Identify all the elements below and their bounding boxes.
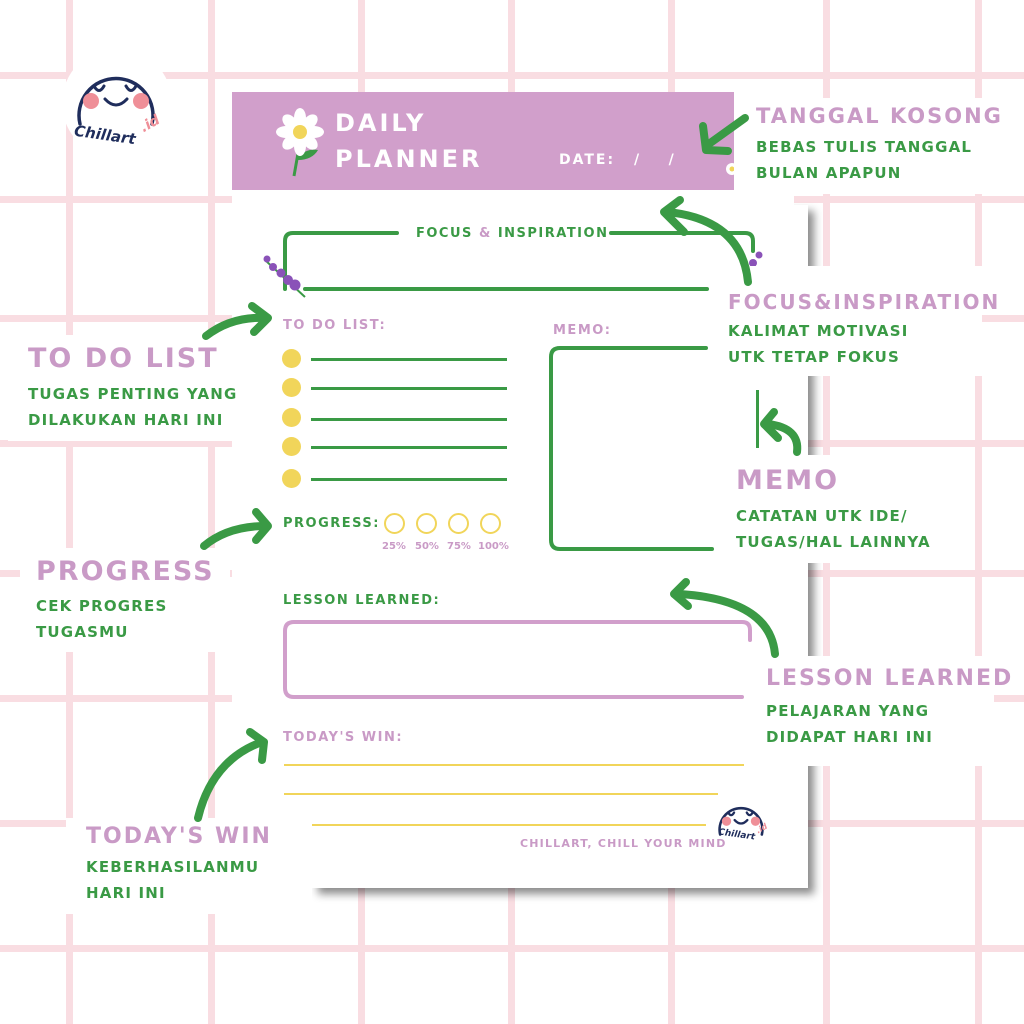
date-label: DATE:	[559, 152, 616, 168]
smiley-logo-icon	[77, 76, 155, 126]
planner-title-line1: DAILY	[335, 109, 427, 137]
annotation-focus-desc-1: KALIMAT MOTIVASI	[728, 322, 909, 340]
annotation-progress-desc-2: TUGASMU	[36, 623, 129, 641]
todo-item-line[interactable]	[311, 446, 507, 449]
progress-step-label: 50%	[415, 541, 439, 552]
todo-item-line[interactable]	[311, 358, 507, 361]
memo-label: MEMO:	[553, 323, 612, 338]
progress-step-label: 100%	[478, 541, 509, 552]
logo-badge: Chillart .id	[62, 48, 172, 158]
planner-header: DAILY PLANNER DATE: / /	[232, 92, 734, 190]
todo-checkbox[interactable]	[282, 408, 301, 427]
todo-item-line[interactable]	[311, 387, 507, 390]
annotation-lesson-desc-2: DIDAPAT HARI INI	[766, 728, 934, 746]
memo-box-edge	[756, 390, 759, 448]
annotation-todo-desc-1: TUGAS PENTING YANG	[28, 385, 238, 403]
annotation-progress-title: PROGRESS	[36, 556, 215, 587]
footer-tagline: CHILLART, CHILL YOUR MIND	[520, 837, 727, 850]
progress-circle-75[interactable]	[448, 513, 469, 534]
date-field[interactable]: / /	[634, 152, 676, 168]
annotation-date-desc-2: BULAN APAPUN	[756, 164, 902, 182]
focus-label-word: FOCUS	[416, 226, 473, 241]
progress-step-label: 25%	[382, 541, 406, 552]
annotation-panel-todo: TO DO LIST TUGAS PENTING YANG DILAKUKAN …	[8, 335, 276, 441]
memo-box[interactable]	[546, 344, 716, 556]
lavender-right-icon	[749, 251, 763, 267]
annotation-panel-lesson: LESSON LEARNED PELAJARAN YANG DIDAPAT HA…	[744, 656, 1011, 766]
annotation-panel-progress: PROGRESS CEK PROGRES TUGASMU	[20, 548, 230, 652]
todo-list-label: TO DO LIST:	[283, 318, 387, 333]
smiley-logo-small-icon	[718, 806, 764, 836]
annotation-win-desc-2: HARI INI	[86, 884, 166, 902]
annotation-win-desc-1: KEBERHASILANMU	[86, 858, 260, 876]
focus-label: FOCUS & INSPIRATION	[416, 226, 608, 241]
todo-checkbox[interactable]	[282, 469, 301, 488]
annotation-win-title: TODAY'S WIN	[86, 824, 272, 849]
annotation-date-title: TANGGAL KOSONG	[756, 104, 1003, 128]
progress-circle-50[interactable]	[416, 513, 437, 534]
progress-circle-100[interactable]	[480, 513, 501, 534]
progress-label: PROGRESS:	[283, 516, 380, 531]
todo-item-line[interactable]	[311, 478, 507, 481]
annotation-focus-desc-2: UTK TETAP FOKUS	[728, 348, 900, 366]
annotation-memo-title: MEMO	[736, 465, 840, 496]
lesson-learned-box[interactable]	[280, 618, 762, 702]
annotation-focus-title: FOCUS&INSPIRATION	[728, 290, 1001, 314]
todo-checkbox[interactable]	[282, 378, 301, 397]
annotation-panel-date: TANGGAL KOSONG BEBAS TULIS TANGGAL BULAN…	[740, 98, 1010, 194]
annotation-panel-memo: MEMO CATATAN UTK IDE/ TUGAS/HAL LAINNYA	[722, 455, 972, 563]
focus-ampersand: &	[478, 226, 492, 241]
annotation-todo-title: TO DO LIST	[28, 343, 219, 374]
inspiration-label-word: INSPIRATION	[497, 226, 609, 241]
small-daisy-icon	[726, 163, 734, 175]
win-line[interactable]	[312, 824, 706, 826]
annotation-progress-desc-1: CEK PROGRES	[36, 597, 168, 615]
todo-item-line[interactable]	[311, 418, 507, 421]
annotation-lesson-title: LESSON LEARNED	[766, 666, 1014, 691]
progress-step-label: 75%	[447, 541, 471, 552]
lesson-learned-label: LESSON LEARNED:	[283, 593, 441, 608]
annotation-todo-desc-2: DILAKUKAN HARI INI	[28, 411, 224, 429]
daisy-flower-icon	[276, 108, 324, 177]
win-line[interactable]	[284, 764, 745, 766]
planner-title-line2: PLANNER	[335, 145, 483, 173]
todo-checkbox[interactable]	[282, 437, 301, 456]
annotation-memo-desc-2: TUGAS/HAL LAINNYA	[736, 533, 931, 551]
annotation-date-desc-1: BEBAS TULIS TANGGAL	[756, 138, 973, 156]
annotation-panel-win: TODAY'S WIN KEBERHASILANMU HARI INI	[66, 818, 312, 914]
annotation-memo-desc-1: CATATAN UTK IDE/	[736, 507, 908, 525]
progress-circle-25[interactable]	[384, 513, 405, 534]
footer-logo: Chillart .id	[714, 794, 770, 850]
todo-checkbox[interactable]	[282, 349, 301, 368]
win-line[interactable]	[284, 793, 718, 795]
lavender-left-icon	[263, 255, 306, 298]
todays-win-label: TODAY'S WIN:	[283, 730, 404, 745]
annotation-panel-focus: FOCUS&INSPIRATION KALIMAT MOTIVASI UTK T…	[712, 266, 998, 376]
annotation-lesson-desc-1: PELAJARAN YANG	[766, 702, 930, 720]
